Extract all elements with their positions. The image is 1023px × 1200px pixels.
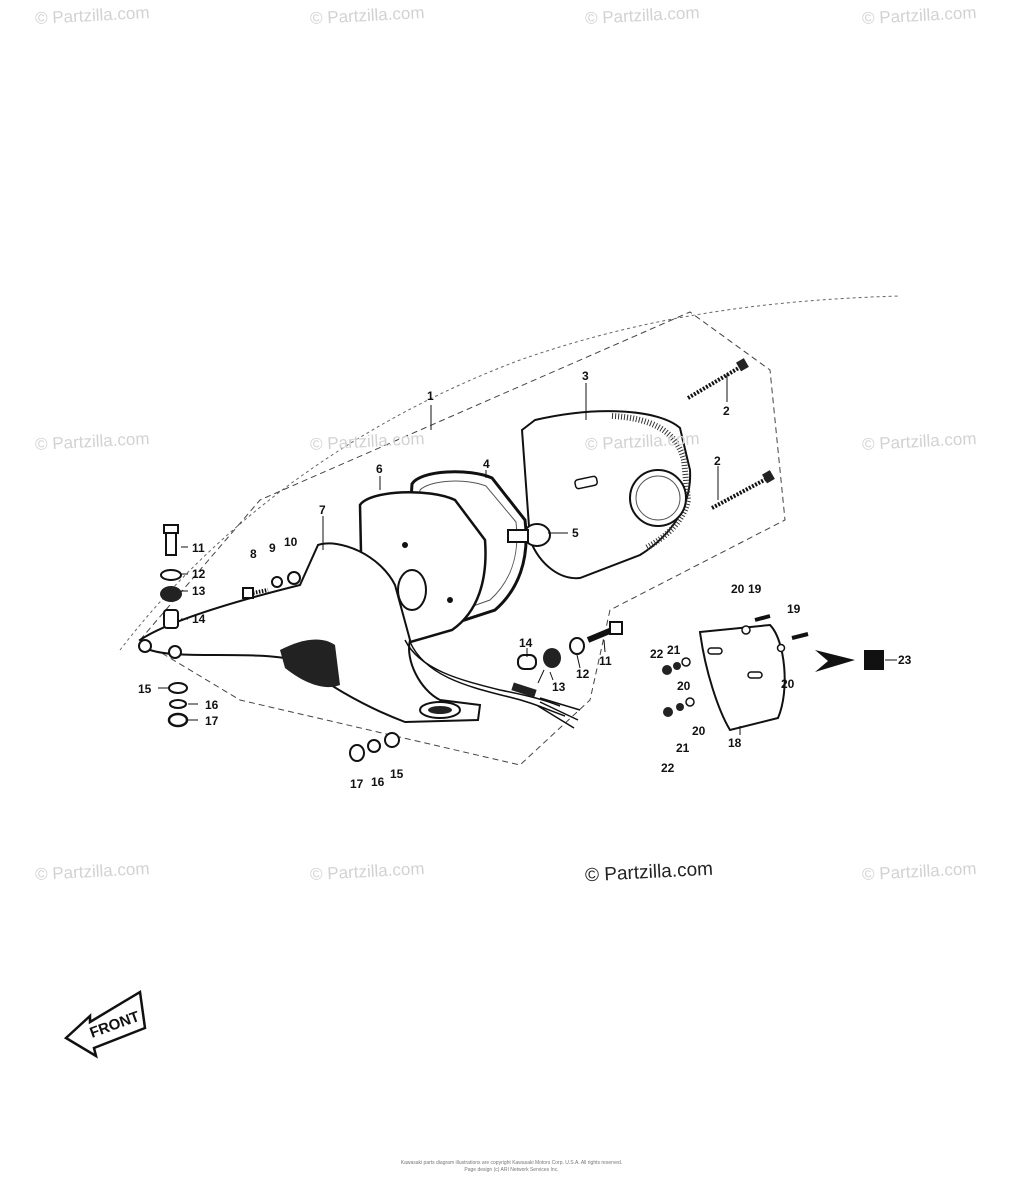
license-plate-bracket: [698, 623, 786, 732]
right-bolt-stack: [517, 621, 623, 670]
callout-21: 21: [667, 643, 681, 657]
callout-20: 20: [781, 677, 795, 691]
callout-10: 10: [284, 535, 298, 549]
fender-outline: [119, 295, 901, 651]
long-screw-upper: [686, 358, 749, 400]
callout-7: 7: [319, 503, 326, 517]
taillight-bracket: [138, 542, 482, 724]
callout-13: 13: [192, 584, 206, 598]
callout-2: 2: [714, 454, 721, 468]
callout-20: 20: [731, 582, 745, 596]
callout-22: 22: [661, 761, 675, 775]
callout-2: 2: [723, 404, 730, 418]
callout-20: 20: [677, 679, 691, 693]
leader-lines: [158, 373, 897, 735]
callout-9: 9: [269, 541, 276, 555]
reflector: [815, 650, 884, 672]
callout-3: 3: [582, 369, 589, 383]
taillight-bulb: [507, 523, 551, 547]
callout-6: 6: [376, 462, 383, 476]
callout-19: 19: [748, 582, 762, 596]
bolt-8-stack: [242, 571, 301, 599]
middle-nut-stack: [349, 732, 400, 762]
callout-1: 1: [427, 389, 434, 403]
callout-12: 12: [192, 567, 206, 581]
callout-19: 19: [787, 602, 801, 616]
callout-14: 14: [519, 636, 533, 650]
assembly-boundary: [139, 311, 786, 766]
wiring-harness: [404, 639, 581, 729]
callout-18: 18: [728, 736, 742, 750]
callout-23: 23: [898, 653, 912, 667]
left-nut-stack: [167, 682, 189, 728]
callout-20: 20: [692, 724, 706, 738]
callout-17: 17: [350, 777, 364, 791]
callout-11: 11: [599, 654, 612, 668]
callout-16: 16: [205, 698, 219, 712]
callout-15: 15: [390, 767, 404, 781]
copyright-line-2: Page design (c) ARI Network Services Inc…: [464, 1167, 559, 1173]
callout-16: 16: [371, 775, 385, 789]
callout-8: 8: [250, 547, 257, 561]
bracket-screws: [741, 614, 809, 653]
long-screw-lower: [711, 470, 775, 510]
callout-13: 13: [552, 680, 566, 694]
callout-21: 21: [676, 741, 690, 755]
front-arrow: FRONT: [63, 989, 147, 1059]
callout-12: 12: [576, 667, 590, 681]
taillight-lens: [520, 410, 692, 580]
callout-4: 4: [483, 457, 490, 471]
bracket-nuts: [662, 657, 695, 717]
callout-15: 15: [138, 682, 152, 696]
left-bolt-stack: [160, 524, 182, 629]
copyright-line-1: Kawasaki parts diagram illustrations are…: [400, 1160, 623, 1166]
callout-17: 17: [205, 714, 219, 728]
callout-5: 5: [572, 526, 579, 540]
callout-11: 11: [192, 541, 205, 555]
callout-14: 14: [192, 612, 206, 626]
callout-22: 22: [650, 647, 664, 661]
